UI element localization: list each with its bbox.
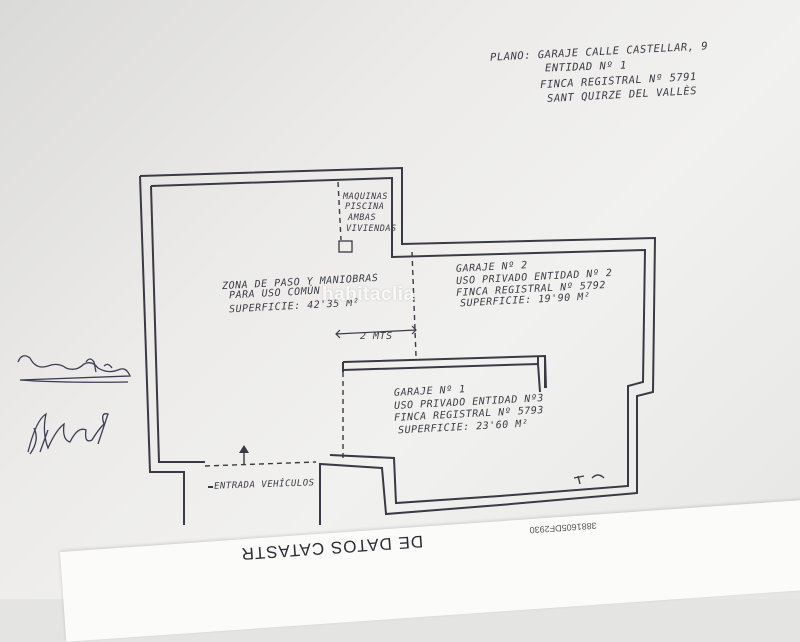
dashed-line-maquinas <box>337 181 342 241</box>
dashed-line-entrance <box>204 461 317 467</box>
inner-wall-left <box>150 185 205 463</box>
floor-plan-drawing <box>17 166 657 525</box>
maquinas-label-2: piscina <box>345 202 385 212</box>
maquinas-label-3: ambas <box>348 213 377 223</box>
inner-wall <box>150 176 647 505</box>
habitaclia-watermark: habitaclia <box>322 284 415 305</box>
outer-wall-left <box>139 175 185 525</box>
maquinas-box <box>338 240 353 253</box>
scanned-floor-plan <box>0 0 800 599</box>
strip-reference-text: 3881605DF2930 <box>529 520 597 536</box>
maquinas-label-4: viviendas <box>346 224 397 234</box>
dimension-line <box>335 329 417 335</box>
dimension-label: 2 mts <box>360 331 393 342</box>
scribble-mark <box>573 474 605 485</box>
outer-wall <box>139 166 657 525</box>
maquinas-label-1: Maquinas <box>343 192 388 202</box>
handwritten-signatures <box>17 355 131 455</box>
